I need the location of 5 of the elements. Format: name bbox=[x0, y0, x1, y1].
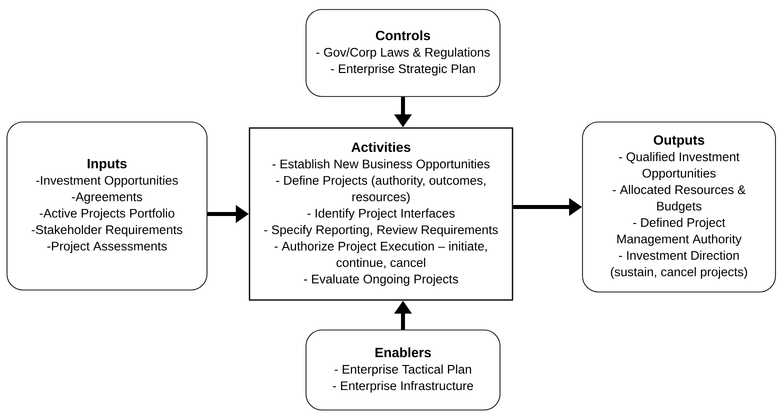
activity-box: Activities - Establish New Business Opportunities - Define Projects (authority, outcomes, resources) - Identify Project Interfaces - Specify Reporting, Review Requirements - Authorize Project Execution – initiate, continue, cancel - Evaluate Ongoing Projects bbox=[248, 127, 514, 301]
rounded-box: Controls - Gov/Corp Laws & Regulations - Enterprise Strategic Plan bbox=[306, 9, 500, 97]
rounded-box: Inputs -Investment Opportunities -Agreements -Active Projects Portfolio -Stakeholder Requirements -Project Assessments bbox=[6, 122, 208, 290]
rounded-box: Outputs - Qualified Investment Opportunities - Allocated Resources & Budgets - Defined Project Management Authority - Investment Direction (sustain, cancel projects) bbox=[582, 122, 776, 292]
rounded-box: Enablers - Enterprise Tactical Plan - Enterprise Infrastructure bbox=[306, 330, 500, 410]
